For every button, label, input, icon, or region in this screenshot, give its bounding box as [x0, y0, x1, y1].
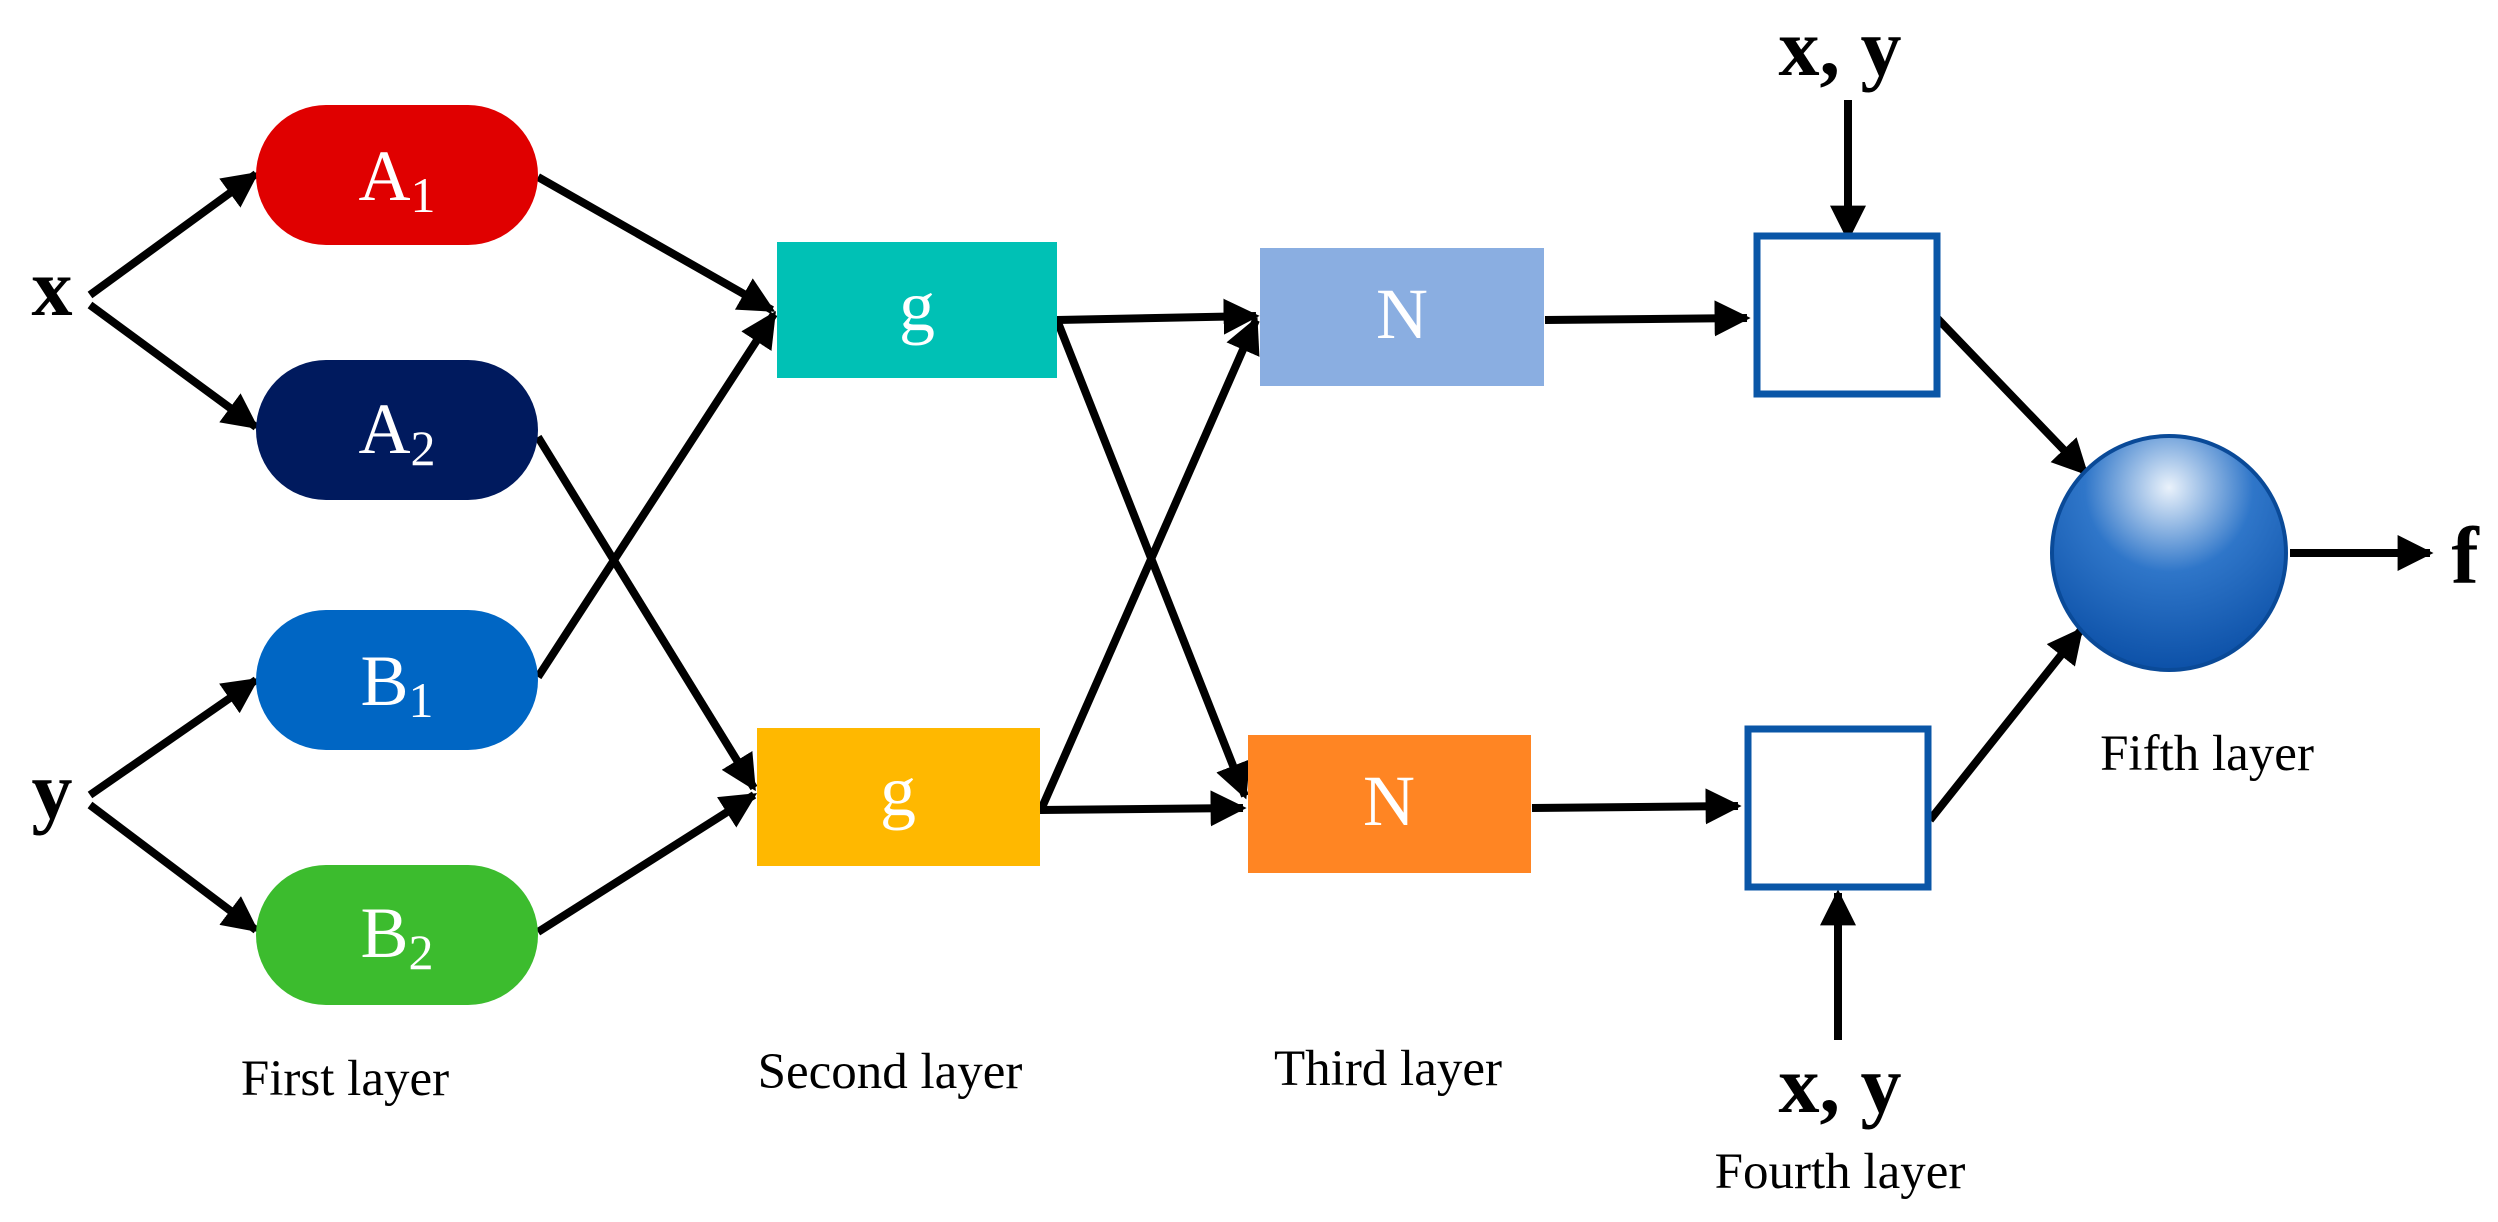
- input-xy-bottom-label: x, y: [1779, 1039, 1902, 1130]
- edge-n2-box2: [1531, 788, 1742, 825]
- node-a2-label: A2: [359, 389, 436, 476]
- edge-a1-g1: [536, 173, 776, 314]
- third-layer: N N: [1248, 248, 1544, 873]
- fourth-layer-label: Fourth layer: [1715, 1144, 1966, 1200]
- edge-box2-circle: [1926, 627, 2085, 823]
- input-xy-top-label: x, y: [1779, 2, 1902, 93]
- node-b2-label: B2: [360, 893, 433, 980]
- edges: [87, 100, 2434, 1040]
- edge-box1-circle: [1934, 315, 2089, 476]
- node-b2: B2: [256, 865, 538, 1005]
- edge-x-a1: [87, 170, 259, 299]
- fifth-layer: [2050, 434, 2288, 672]
- node-a1-label: A1: [359, 136, 436, 223]
- edge-x-a2: [87, 301, 259, 431]
- node-b1-label: B1: [360, 641, 433, 728]
- input-y-label: y: [32, 745, 73, 836]
- node-g1-label: g: [899, 266, 935, 346]
- edge-g2-n2: [1039, 790, 1247, 827]
- second-layer: g g: [757, 242, 1057, 866]
- edge-y-b2: [87, 801, 259, 934]
- fifth-layer-label: Fifth layer: [2100, 726, 2314, 782]
- output-f-label: f: [2451, 510, 2480, 601]
- first-layer: A1 A2 B1 B2: [256, 105, 538, 1005]
- edge-y-b1: [87, 676, 259, 799]
- fourth-layer-box-top: [1753, 232, 1941, 398]
- fourth-layer-box-bottom: [1744, 725, 1932, 891]
- node-n1-label: N: [1376, 274, 1428, 354]
- node-a2: A2: [256, 360, 538, 500]
- edge-a2-g2: [534, 434, 758, 792]
- fifth-layer-node: [2050, 434, 2288, 672]
- node-n1: N: [1260, 248, 1544, 386]
- edge-g2-n1: [1036, 316, 1260, 814]
- first-layer-label: First layer: [241, 1051, 449, 1107]
- node-n2-label: N: [1363, 761, 1415, 841]
- layer-labels: First layer Second layer Third layer Fou…: [241, 726, 2314, 1200]
- node-g2-label: g: [880, 751, 916, 831]
- edge-g1-n1: [1056, 298, 1260, 335]
- node-b1: B1: [256, 610, 538, 750]
- edge-n1-box1: [1544, 300, 1751, 337]
- node-n2: N: [1248, 735, 1531, 873]
- edge-b2-g2: [535, 791, 758, 936]
- edge-b1-g1: [534, 310, 778, 680]
- fourth-layer: [1744, 232, 1941, 891]
- io-labels: x y x, y x, y f: [32, 2, 2481, 1130]
- second-layer-label: Second layer: [758, 1044, 1023, 1100]
- node-g2: g: [757, 728, 1040, 866]
- third-layer-label: Third layer: [1274, 1041, 1502, 1097]
- input-x-label: x: [32, 242, 73, 333]
- node-a1: A1: [256, 105, 538, 245]
- node-g1: g: [777, 242, 1057, 378]
